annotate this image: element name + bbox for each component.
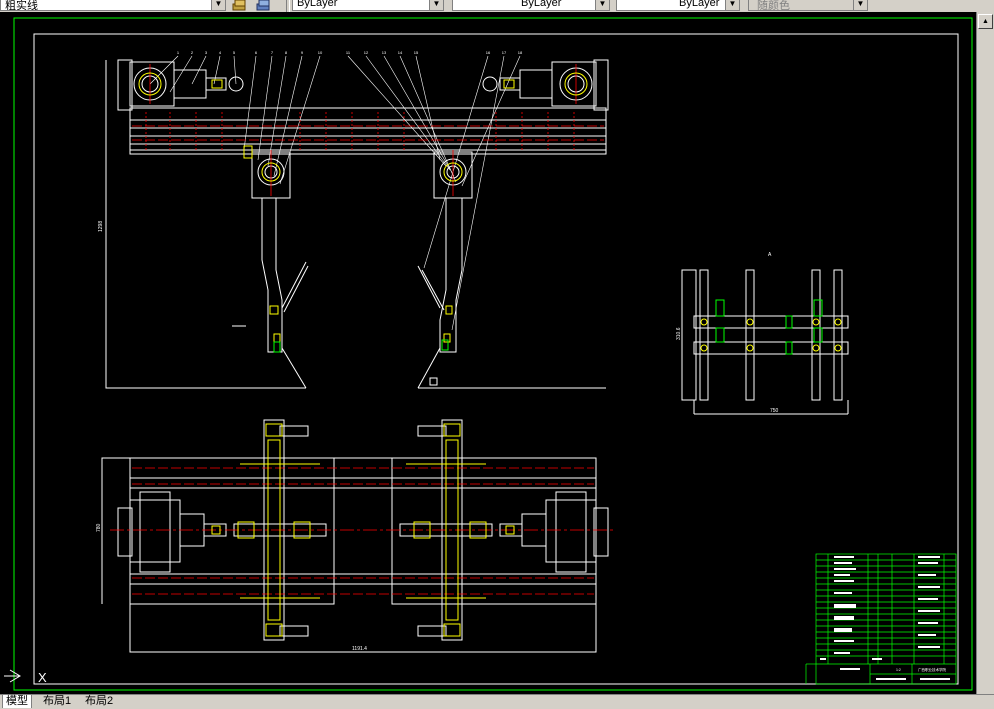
paper-border	[13, 17, 973, 691]
side-view-marker: A	[768, 252, 772, 258]
color-dropdown-value: ByLayer	[297, 0, 338, 9]
properties-toolbar: 粗实线 ▼ ByLayer ▼ ByLayer ▼ ByLayer ▼ 随颜色 …	[0, 0, 994, 13]
plan-center-lines	[110, 467, 616, 595]
tab-model[interactable]: 模型	[2, 695, 32, 708]
callout-label: 7	[271, 50, 274, 55]
chevron-down-icon[interactable]: ▼	[595, 0, 609, 10]
chevron-down-icon[interactable]: ▼	[725, 0, 739, 10]
dim-plan-width: 1191.4	[352, 646, 367, 652]
title-block-scale: 1:2	[896, 668, 901, 672]
drawing-canvas[interactable]: 1 2 3 4 5 6 7 8 9 10 11 12 13 14 15 16 1…	[0, 12, 994, 694]
scroll-up-button[interactable]: ▲	[978, 14, 993, 29]
title-block-text-bars	[820, 556, 950, 680]
tab-layout2[interactable]: 布局2	[82, 695, 117, 708]
plotstyle-dropdown-value: 随颜色	[757, 0, 790, 11]
callout-label: 8	[285, 50, 288, 55]
callout-label: 5	[233, 50, 236, 55]
callout-label: 3	[205, 50, 208, 55]
chevron-down-icon[interactable]: ▼	[853, 0, 867, 10]
layer-manager-icon[interactable]	[232, 0, 246, 11]
layout-tabs: 模型 布局1 布局2	[0, 694, 994, 709]
chevron-down-icon[interactable]: ▼	[429, 0, 443, 10]
tab-layout1[interactable]: 布局1	[40, 695, 75, 708]
toolbar-separator	[286, 0, 290, 12]
callout-label: 10	[318, 50, 323, 55]
layer-states-icon[interactable]	[256, 0, 270, 11]
callout-label: 16	[486, 50, 491, 55]
front-green-parts	[273, 339, 449, 353]
callout-label: 15	[414, 50, 419, 55]
plotstyle-dropdown[interactable]: 随颜色 ▼	[748, 0, 868, 11]
callout-label: 13	[382, 50, 387, 55]
ucs-icon	[4, 669, 21, 683]
callout-label: 1	[177, 50, 180, 55]
callout-label: 17	[502, 50, 507, 55]
dim-side-height: 310.6	[676, 327, 682, 340]
side-view	[681, 269, 849, 415]
layer-dropdown[interactable]: 粗实线 ▼	[0, 0, 226, 11]
plan-view	[101, 419, 609, 653]
callout-label: 14	[398, 50, 403, 55]
title-block-name: 广西职业技术学院	[918, 667, 946, 672]
dim-plan-height: 780	[96, 523, 102, 532]
drawing-frame	[33, 33, 959, 685]
layer-dropdown-value: 粗实线	[5, 0, 38, 11]
callout-label: 11	[346, 50, 351, 55]
color-dropdown[interactable]: ByLayer ▼	[292, 0, 444, 11]
callout-label: 18	[518, 50, 523, 55]
callout-label: 4	[219, 50, 222, 55]
front-view	[105, 55, 609, 389]
lineweight-dropdown-value: ByLayer	[679, 0, 720, 9]
vertical-scrollbar[interactable]: ▲	[976, 12, 994, 694]
dim-front-height: 1298	[98, 221, 104, 232]
front-yellow-parts	[138, 72, 588, 343]
linetype-dropdown[interactable]: ByLayer ▼	[452, 0, 610, 11]
chevron-down-icon[interactable]: ▼	[211, 0, 225, 10]
linetype-dropdown-value: ByLayer	[521, 0, 562, 9]
front-center-lines	[132, 64, 604, 196]
plan-yellow-parts	[211, 423, 515, 637]
callout-label: 12	[364, 50, 369, 55]
ucs-x-label: X	[38, 670, 47, 685]
dim-side-width: 750	[770, 408, 779, 414]
lineweight-dropdown[interactable]: ByLayer ▼	[616, 0, 740, 11]
front-callouts: 1 2 3 4 5 6 7 8 9 10 11 12 13 14 15 16 1…	[177, 50, 523, 55]
callout-label: 6	[255, 50, 258, 55]
callout-label: 2	[191, 50, 194, 55]
title-block	[805, 553, 957, 685]
side-view-parts	[700, 299, 842, 355]
callout-label: 9	[301, 50, 304, 55]
